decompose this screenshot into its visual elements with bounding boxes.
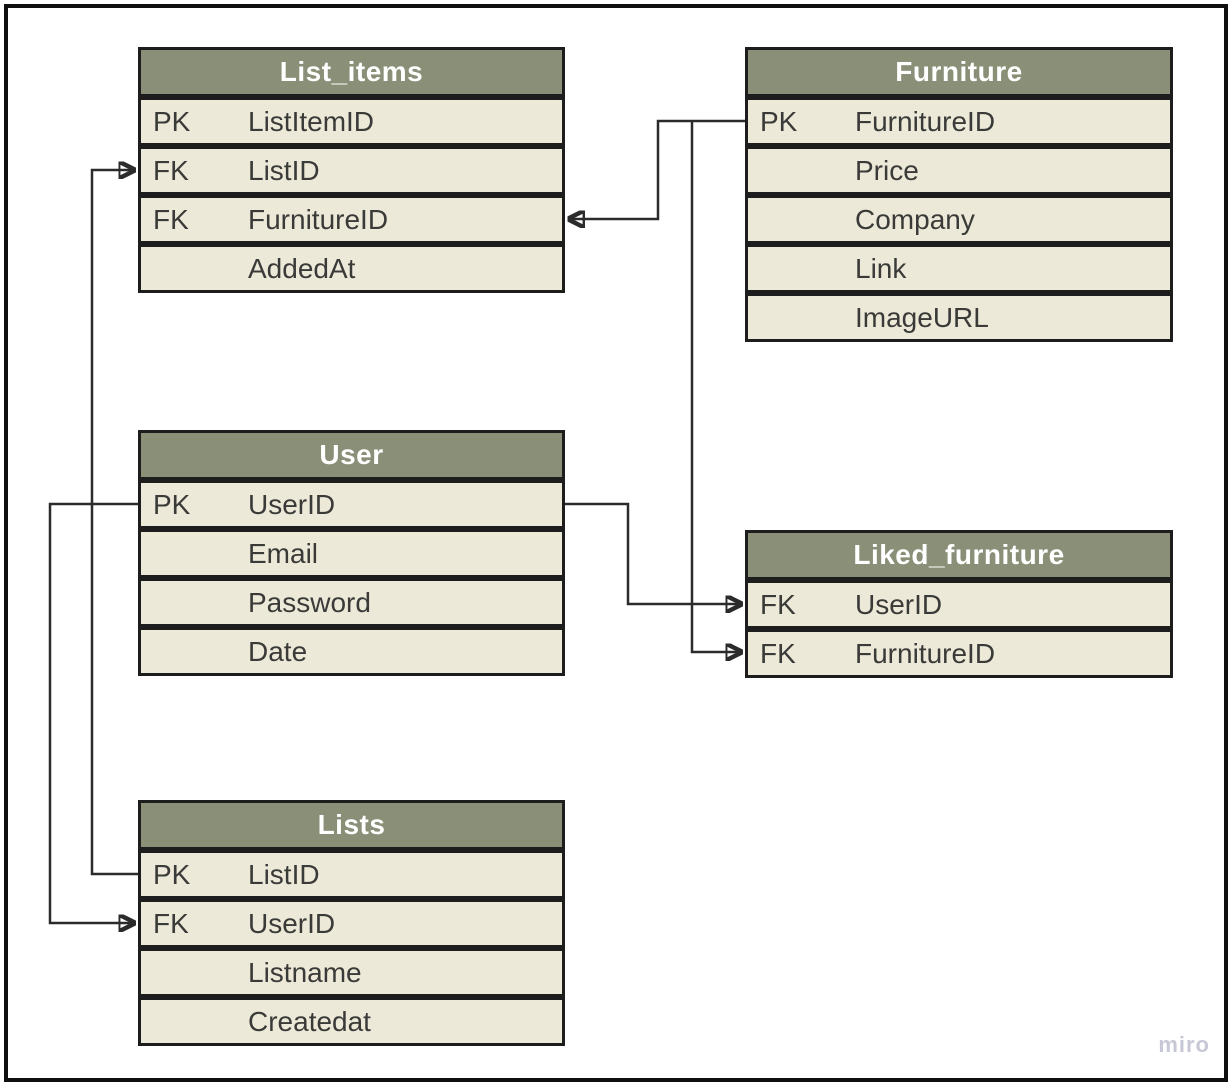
field-name: UserID [248, 488, 336, 520]
table-row: FK ListID [138, 146, 565, 195]
table-furniture[interactable]: Furniture PK FurnitureID Price Company L… [745, 47, 1173, 342]
field-name: ListID [248, 858, 320, 890]
table-header-furniture: Furniture [745, 47, 1173, 97]
table-list-items[interactable]: List_items PK ListItemID FK ListID FK Fu… [138, 47, 565, 293]
table-title: Furniture [895, 56, 1023, 87]
table-row: Price [745, 146, 1173, 195]
table-lists[interactable]: Lists PK ListID FK UserID Listname Creat… [138, 800, 565, 1046]
field-name: UserID [855, 588, 943, 620]
field-name: FurnitureID [855, 105, 996, 137]
table-title: Lists [317, 809, 386, 840]
miro-watermark: miro [1158, 1032, 1210, 1057]
key-tag: FK [153, 907, 189, 939]
key-tag: PK [153, 858, 191, 890]
table-row: Link [745, 244, 1173, 293]
connector-lists-listid-to-listitems-listid [90, 170, 138, 876]
table-row: FK UserID [138, 899, 565, 948]
field-name: Createdat [248, 1005, 371, 1037]
field-name: FurnitureID [855, 637, 996, 669]
field-name: FurnitureID [248, 203, 389, 235]
table-title: User [319, 439, 384, 470]
connector-furniture-furnitureid-to-listitems-furnitureid [569, 119, 745, 219]
table-row: Password [138, 578, 565, 627]
field-name: Password [248, 586, 371, 618]
connector-furniture-furnitureid-to-likedfurniture-furnitureid [690, 121, 741, 652]
table-row: Date [138, 627, 565, 676]
field-name: Price [855, 154, 919, 186]
key-tag: PK [153, 105, 191, 137]
table-row: Email [138, 529, 565, 578]
table-row: PK FurnitureID [745, 97, 1173, 146]
key-tag: FK [153, 154, 189, 186]
connector-user-userid-to-lists-userid [48, 502, 138, 923]
table-row: PK UserID [138, 480, 565, 529]
table-row: FK UserID [745, 580, 1173, 629]
field-name: UserID [248, 907, 336, 939]
table-header-user: User [138, 430, 565, 480]
table-row: FK FurnitureID [745, 629, 1173, 678]
key-tag: FK [760, 588, 796, 620]
key-tag: PK [153, 488, 191, 520]
table-row: PK ListItemID [138, 97, 565, 146]
table-title: Liked_furniture [853, 539, 1065, 570]
table-row: PK ListID [138, 850, 565, 899]
field-name: Date [248, 635, 308, 667]
field-name: ImageURL [855, 301, 989, 333]
table-header-liked-furniture: Liked_furniture [745, 530, 1173, 580]
key-tag: FK [153, 203, 189, 235]
field-name: AddedAt [248, 252, 356, 284]
field-name: ListID [248, 154, 320, 186]
table-user[interactable]: User PK UserID Email Password Date [138, 430, 565, 676]
table-header-lists: Lists [138, 800, 565, 850]
field-name: Email [248, 537, 319, 569]
table-title: List_items [279, 56, 424, 87]
table-header-list-items: List_items [138, 47, 565, 97]
table-row: Listname [138, 948, 565, 997]
field-name: Link [855, 252, 907, 284]
table-row: Company [745, 195, 1173, 244]
table-row: ImageURL [745, 293, 1173, 342]
key-tag: FK [760, 637, 796, 669]
table-row: Createdat [138, 997, 565, 1046]
key-tag: PK [760, 105, 798, 137]
field-name: Company [855, 203, 975, 235]
table-row: AddedAt [138, 244, 565, 293]
table-row: FK FurnitureID [138, 195, 565, 244]
connector-user-userid-to-likedfurniture-userid [565, 502, 741, 604]
field-name: ListItemID [248, 105, 375, 137]
table-liked-furniture[interactable]: Liked_furniture FK UserID FK FurnitureID [745, 530, 1173, 678]
field-name: Listname [248, 956, 362, 988]
